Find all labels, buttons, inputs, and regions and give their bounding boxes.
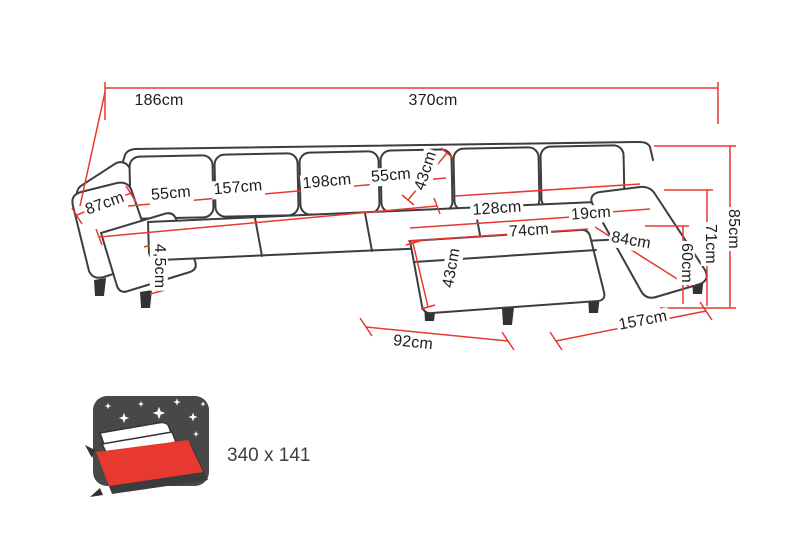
right-chaise [409, 228, 606, 315]
backrest-frame [120, 141, 654, 169]
dim-label-seat-arm-gap: 4,5cm [150, 241, 168, 291]
dim-label-seat-height: 60cm [677, 241, 695, 285]
sleeping-area-size-label: 340 x 141 [227, 445, 311, 466]
unfold-arrows [85, 445, 103, 497]
dim-label-arm-top-width: 19cm [568, 203, 614, 225]
seat-seam [364, 212, 373, 252]
dim-label-total-height: 85cm [724, 207, 742, 251]
sofa-legs [94, 276, 704, 325]
mattress [96, 440, 203, 486]
dim-label-left-depth: 186cm [132, 92, 186, 110]
dim-label-arm-height: 71cm [701, 222, 719, 266]
dim-label-chaise-top-width: 74cm [506, 220, 552, 242]
sleeping-function-icon [85, 396, 209, 497]
dim-label-right-seat-width: 128cm [469, 198, 525, 220]
dim-label-total-width: 370cm [406, 92, 460, 110]
seat-seam [254, 217, 263, 257]
